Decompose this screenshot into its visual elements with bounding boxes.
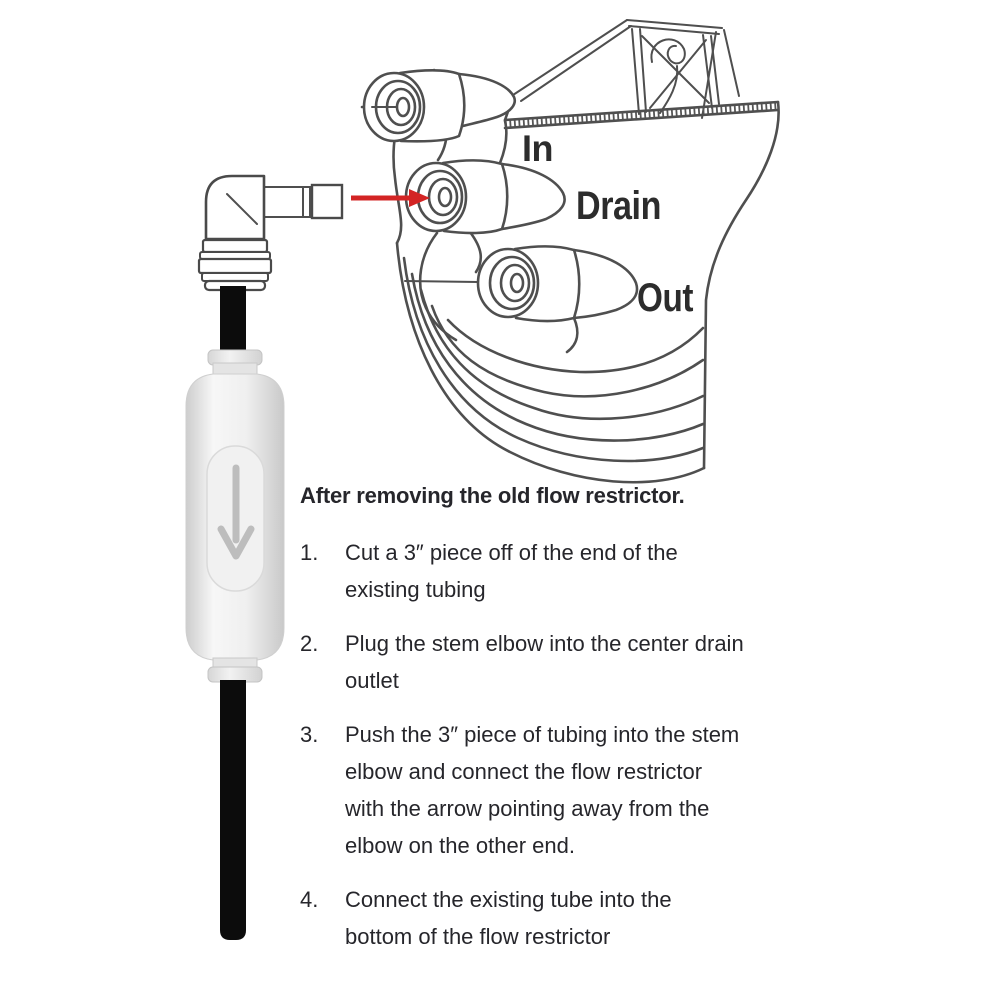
step-number: 3. <box>300 722 319 747</box>
housing-rib-arcs <box>395 241 706 484</box>
port-in <box>360 69 517 143</box>
instructions-heading: After removing the old flow restrictor. <box>300 483 685 508</box>
stem-elbow-assembly <box>185 174 344 940</box>
step-number: 1. <box>300 540 319 565</box>
port-out <box>404 245 639 323</box>
instruction-step-4: 4. Connect the existing tube into the bo… <box>300 881 792 955</box>
step-text: Cut a 3″ piece off of the end of the exi… <box>345 540 678 602</box>
port-drain <box>404 159 566 235</box>
step-number: 2. <box>300 631 319 656</box>
mounting-bracket <box>512 19 740 119</box>
red-arrow-icon <box>351 189 430 207</box>
step-number: 4. <box>300 887 319 912</box>
down-arrow-icon <box>217 464 255 560</box>
instruction-step-2: 2. Plug the stem elbow into the center d… <box>300 625 792 699</box>
elbow-collet <box>197 238 273 292</box>
stem-elbow-body <box>204 174 266 241</box>
step-text: Connect the existing tube into the botto… <box>345 887 672 949</box>
housing-drawing: In Drain Out <box>360 19 780 484</box>
flow-restrictor <box>185 349 285 683</box>
in-label: In <box>522 128 553 169</box>
step-text: Push the 3″ piece of tubing into the ste… <box>345 722 740 858</box>
housing-right-edge <box>702 100 780 470</box>
out-label: Out <box>637 276 693 320</box>
instructions: After removing the old flow restrictor. … <box>300 482 792 972</box>
instruction-step-1: 1. Cut a 3″ piece off of the end of the … <box>300 534 792 608</box>
tubing-upper <box>220 286 246 356</box>
stem-elbow-stem <box>261 183 344 220</box>
drain-label: Drain <box>576 184 661 228</box>
housing-top-edge <box>503 95 780 130</box>
tubing-lower <box>220 680 246 940</box>
instruction-step-3: 3. Push the 3″ piece of tubing into the … <box>300 716 792 864</box>
step-text: Plug the stem elbow into the center drai… <box>345 631 744 693</box>
